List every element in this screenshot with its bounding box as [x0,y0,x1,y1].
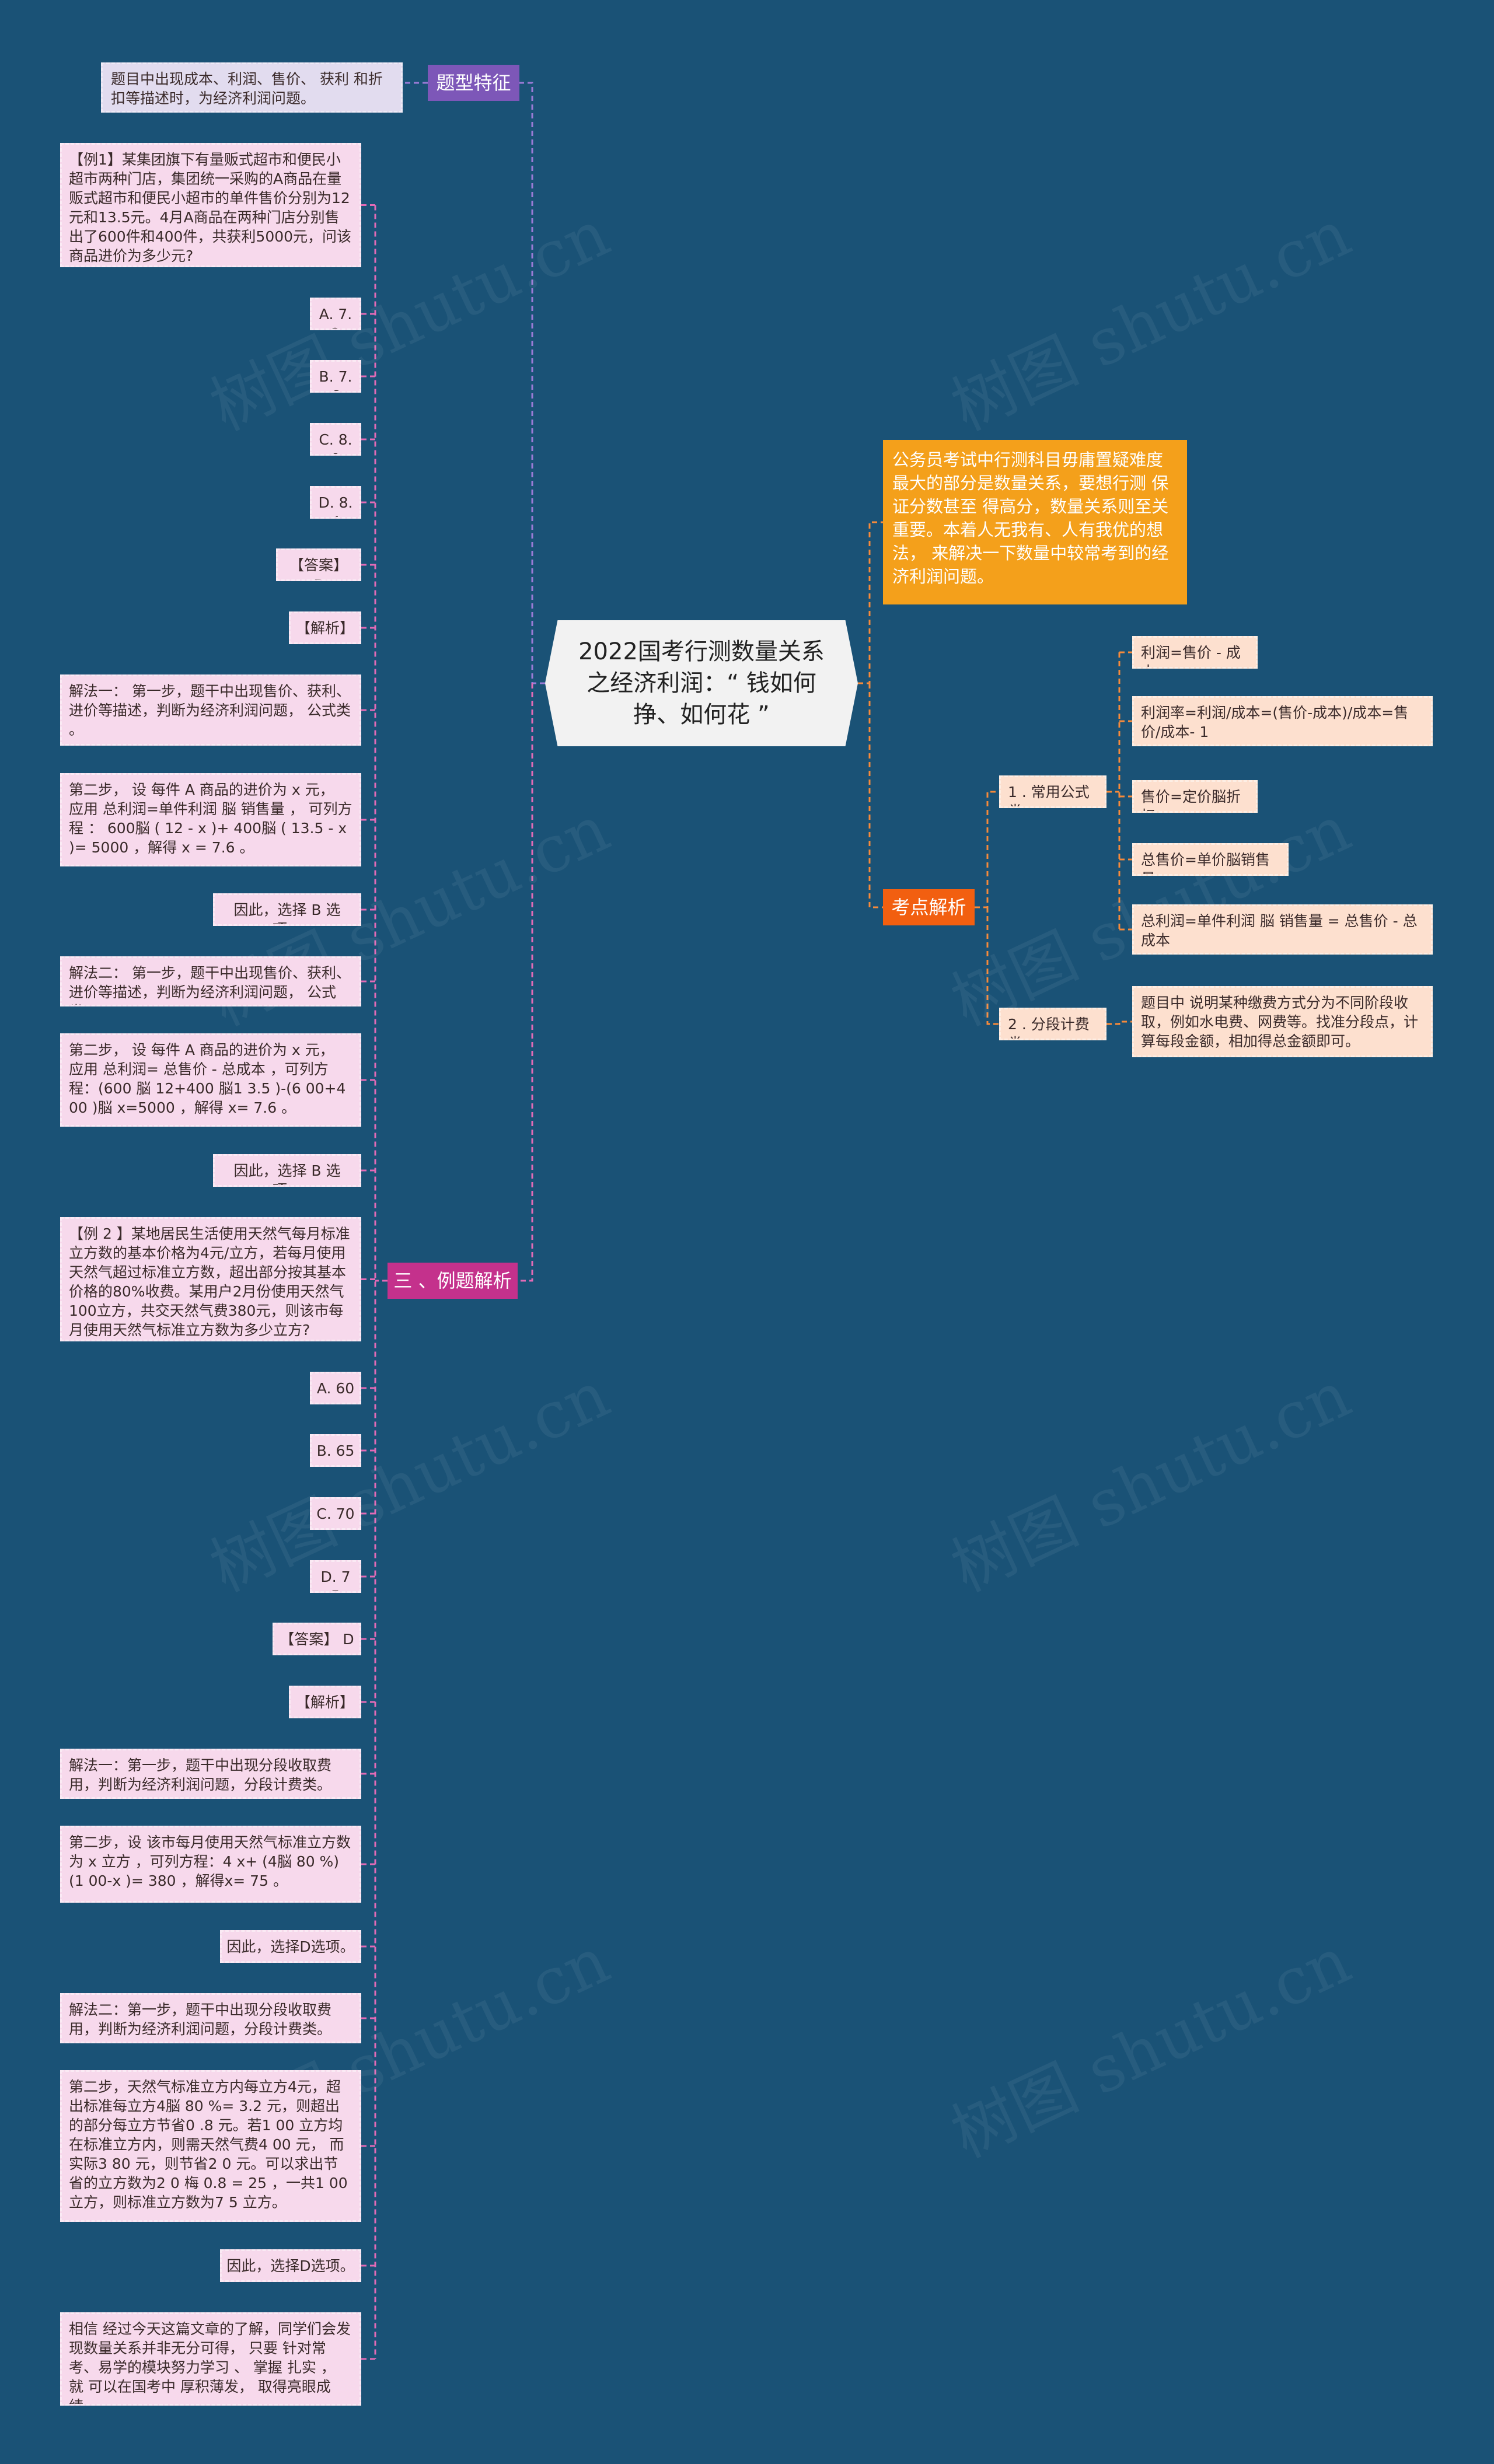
branch-question-features[interactable]: 题型特征 [428,65,519,101]
leaf-example-item[interactable]: 因此，选择D选项。 [220,2249,361,2282]
leaf-example-item[interactable]: 【答案】 B [276,548,361,581]
branch-key-points[interactable]: 考点解析 [883,889,975,925]
root-topic[interactable]: 2022国考行测数量关系之经济利润：“ 钱如何挣、如何花 ” [545,620,858,746]
leaf-example-item[interactable]: D. 75 [310,1560,361,1593]
leaf-example-item[interactable]: 【例 2 】某地居民生活使用天然气每月标准立方数的基本价格为4元/立方，若每月使… [60,1217,361,1341]
connector-line [986,907,999,1025]
intro-summary[interactable]: 公务员考试中行测科目毋庸置疑难度最大的部分是数量关系，要想行测 保证分数甚至 得… [883,440,1187,604]
leaf-formula-item[interactable]: 售价=定价脳折扣 [1132,780,1258,813]
leaf-tiered-billing-item[interactable]: 题目中 说明某种缴费方式分为不同阶段收取，例如水电费、网费等。找准分段点，计算每… [1132,986,1433,1057]
leaf-example-item[interactable]: D. 8.4 [310,486,361,519]
branch-example-analysis[interactable]: 三 、例题解析 [388,1263,518,1299]
leaf-example-item[interactable]: 第二步，天然气标准立方内每立方4元，超出标准每立方4脳 80 %= 3.2 元，… [60,2070,361,2222]
leaf-example-item[interactable]: 解法二：第一步，题干中出现分段收取费用，判断为经济利润问题，分段计费类。 [60,1993,361,2043]
leaf-example-item[interactable]: 相信 经过今天这篇文章的了解，同学们会发现数量关系并非无分可得， 只要 针对常考… [60,2312,361,2406]
leaf-example-item[interactable]: A. 7.2 [310,298,361,330]
root-title: 2022国考行测数量关系之经济利润：“ 钱如何挣、如何花 ” [578,638,825,728]
sub-common-formulas[interactable]: 1 . 常用公式类 [999,775,1106,808]
leaf-example-item[interactable]: B. 65 [310,1434,361,1467]
connector-line [1106,1020,1132,1025]
leaf-question-features-desc[interactable]: 题目中出现成本、利润、售价、 获利 和折扣等描述时，为经济利润问题。 [101,62,403,113]
leaf-example-item[interactable]: 因此，选择 B 选项。 [213,1154,361,1187]
leaf-formula-item[interactable]: 总利润=单件利润 脳 销售量 = 总售价 - 总成本 [1132,904,1433,955]
leaf-example-item[interactable]: 因此，选择 B 选项。 [213,893,361,926]
leaf-example-item[interactable]: B. 7.6 [310,360,361,393]
leaf-example-item[interactable]: 【例1】某集团旗下有量贩式超市和便民小超市两种门店，集团统一采购的A商品在量贩式… [60,143,361,267]
leaf-example-item[interactable]: 第二步，设 该市每月使用天然气标准立方数为 x 立方 ，可列方程：4 x+ (4… [60,1826,361,1903]
leaf-example-item[interactable]: 解法二： 第一步，题干中出现售价、获利、进价等描述，判断为经济利润问题， 公式类… [60,956,361,1006]
leaf-example-item[interactable]: 第二步， 设 每件 A 商品的进价为 x 元， 应用 总利润= 总售价 - 总成… [60,1033,361,1127]
leaf-example-item[interactable]: C. 8.0 [310,423,361,456]
leaf-example-item[interactable]: A. 60 [310,1372,361,1404]
connector-line [868,683,883,908]
leaf-example-item[interactable]: 第二步， 设 每件 A 商品的进价为 x 元， 应用 总利润=单件利润 脳 销售… [60,773,361,866]
connector-line [975,791,999,908]
leaf-example-item[interactable]: 解法一：第一步，题干中出现分段收取费用，判断为经济利润问题，分段计费类。 [60,1749,361,1799]
leaf-formula-item[interactable]: 利润=售价 - 成本 [1132,636,1258,669]
leaf-example-item[interactable]: 【解析】 [289,611,361,644]
connector-line [518,683,533,1282]
leaf-example-item[interactable]: 因此，选择D选项。 [220,1930,361,1963]
leaf-example-item[interactable]: 【解析】 [289,1686,361,1718]
leaf-example-item[interactable]: 解法一： 第一步，题干中出现售价、获利、进价等描述，判断为经济利润问题， 公式类… [60,674,361,746]
connector-line [519,82,545,684]
leaf-example-item[interactable]: C. 70 [310,1497,361,1530]
leaf-formula-item[interactable]: 总售价=单价脳销售量 [1132,843,1289,876]
leaf-formula-item[interactable]: 利润率=利润/成本=(售价-成本)/成本=售价/成本- 1 [1132,696,1433,746]
sub-tiered-billing[interactable]: 2 . 分段计费类 [999,1008,1106,1040]
leaf-example-item[interactable]: 【答案】 D [273,1623,361,1655]
connector-line [858,521,883,684]
